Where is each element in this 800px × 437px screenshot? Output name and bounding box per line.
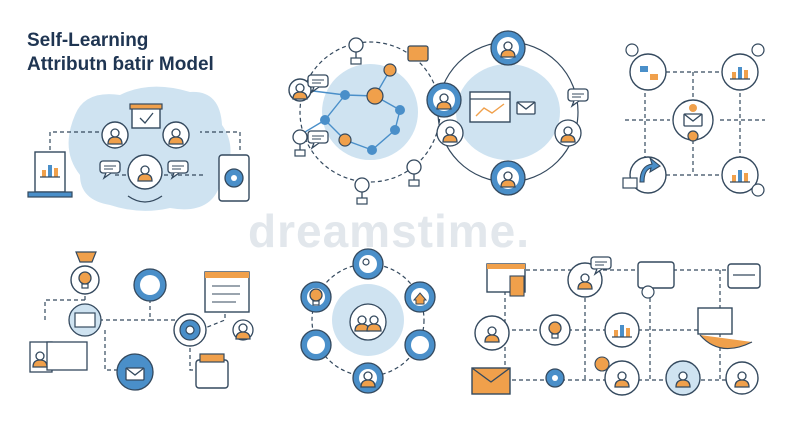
cluster-top-left (27, 86, 250, 211)
card-icon (637, 261, 675, 299)
browser-window-icon (469, 91, 511, 123)
watermark: dreamstime. (248, 205, 531, 257)
person-centre-icon (127, 154, 163, 203)
cluster-top-middle-left (288, 37, 441, 205)
team-icon (349, 303, 387, 341)
mail-icon (672, 99, 714, 142)
bar-chart-icon (721, 156, 765, 197)
user-avatar-icon (594, 356, 640, 396)
user-avatar-icon (554, 119, 582, 147)
user-avatar-icon (288, 78, 312, 102)
user-avatar-icon (162, 121, 190, 149)
calendar-icon (348, 37, 364, 65)
checklist-icon (204, 271, 250, 313)
map-icon (300, 329, 332, 361)
link-icon (292, 129, 308, 157)
user-avatar-icon (490, 30, 526, 66)
search-icon (352, 248, 384, 280)
target-icon (133, 268, 207, 347)
printer-icon (195, 353, 229, 389)
user-avatar-icon (490, 160, 526, 196)
building-pin-icon (406, 159, 422, 187)
trophy-icon (725, 361, 759, 395)
browser-window-icon (727, 263, 761, 289)
document-icon (29, 341, 88, 373)
title-line-2: Attributn ɓatir Model (27, 54, 214, 75)
cluster-top-middle-right (426, 30, 589, 196)
network-node-icon (545, 368, 565, 388)
chat-icon (307, 130, 329, 149)
mail-icon (516, 101, 536, 115)
user-avatar-icon (436, 119, 464, 147)
cluster-top-right (622, 43, 765, 197)
title-line-1: Self-Learning (27, 30, 149, 51)
document-icon (68, 303, 102, 337)
bulb-pin-icon (354, 177, 370, 205)
user-avatar-icon (665, 360, 701, 396)
bulb-icon (539, 314, 571, 346)
chat-icon (404, 329, 436, 361)
cluster-bottom-right (471, 256, 761, 396)
trophy-bulb-icon (70, 251, 100, 295)
bulb-icon (300, 281, 332, 313)
cluster-bottom-middle (300, 248, 436, 394)
presentation-board-icon (129, 103, 163, 129)
key-icon (407, 45, 429, 62)
gear-icon (689, 104, 697, 112)
user-avatar-icon (567, 256, 612, 298)
mail-icon (471, 367, 511, 395)
cycle-arrow-icon (622, 156, 667, 194)
bar-chart-icon (721, 43, 765, 91)
tablet-gear-icon (218, 154, 250, 202)
user-avatar-icon (426, 82, 462, 118)
user-avatar-icon (232, 319, 254, 341)
user-avatar-icon (474, 315, 510, 351)
laptop-chart-icon (27, 151, 73, 198)
document-icon (486, 263, 526, 297)
browser-window-icon (697, 307, 753, 350)
mail-icon (116, 353, 154, 391)
user-avatar-icon (101, 121, 129, 149)
home-icon (404, 281, 436, 313)
cluster-bottom-left (29, 251, 254, 391)
hierarchy-icon (625, 43, 667, 91)
bar-chart-icon (604, 312, 640, 348)
user-avatar-icon (352, 362, 384, 394)
